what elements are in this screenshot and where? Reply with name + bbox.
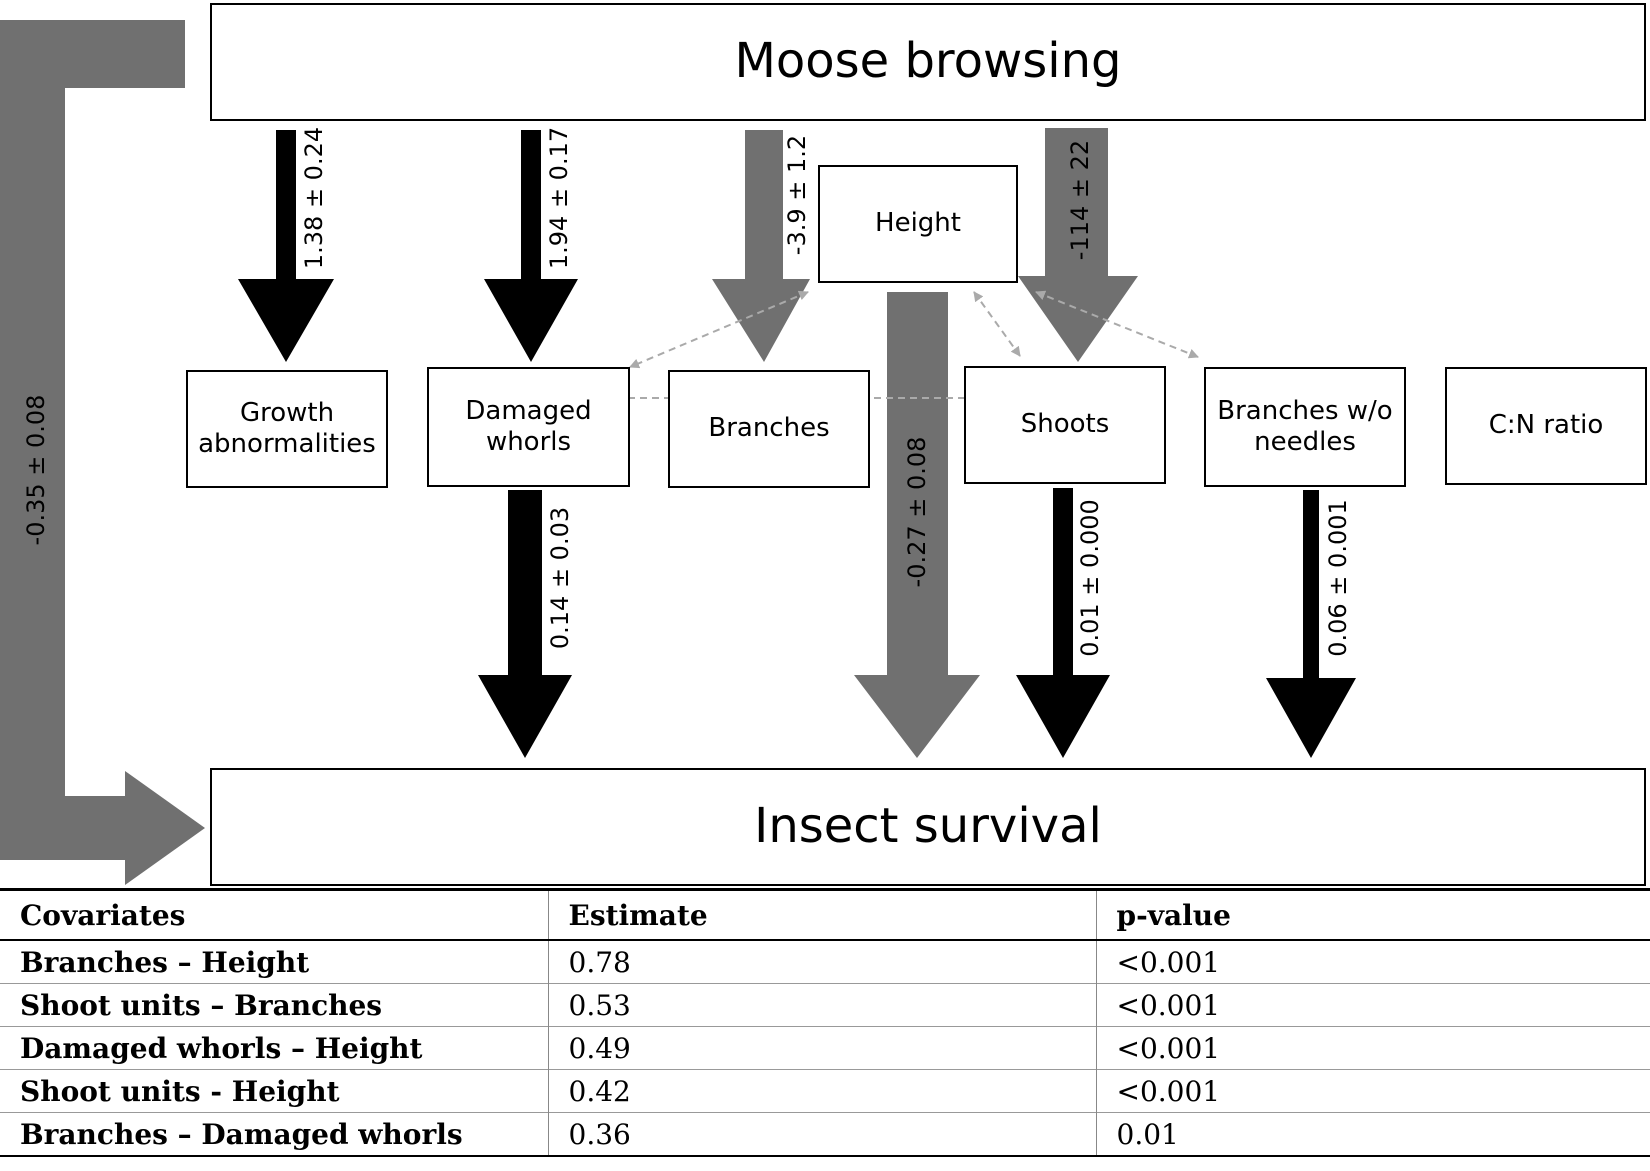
header-covariates: Covariates	[0, 888, 548, 941]
table-header-row: Covariates Estimate p-value	[0, 888, 1650, 941]
cell-estimate: 0.49	[547, 1026, 1096, 1070]
cell-p-value: <0.001	[1095, 940, 1650, 984]
coef-moose-branches: -3.9 ± 1.2	[783, 134, 811, 256]
node-branches-label: Branches	[708, 413, 830, 444]
node-growth-abnormalities-label: Growth abnormalities	[198, 397, 376, 459]
table-row: Shoot units – Branches 0.53 <0.001	[0, 983, 1650, 1027]
arrow-shoots-to-insect	[1016, 488, 1110, 758]
arrow-damaged-whorls-to-insect	[478, 490, 572, 758]
table-row: Damaged whorls – Height 0.49 <0.001	[0, 1026, 1650, 1070]
cell-estimate: 0.78	[547, 940, 1096, 984]
coef-damaged-whorls-insect: 0.14 ± 0.03	[546, 506, 574, 650]
coef-shoots-insect: 0.01 ± 0.000	[1076, 499, 1104, 657]
coef-moose-insect: -0.35 ± 0.08	[22, 394, 50, 546]
coef-branches-wo-insect: 0.06 ± 0.001	[1324, 499, 1352, 657]
node-insect-survival: Insect survival	[210, 768, 1646, 886]
arrow-height-to-insect	[854, 292, 980, 758]
arrow-moose-to-damaged-whorls	[484, 130, 578, 362]
arrow-branches-wo-to-insect	[1266, 490, 1356, 758]
coef-moose-growth: 1.38 ± 0.24	[300, 126, 328, 270]
cell-estimate: 0.36	[547, 1112, 1096, 1156]
node-moose-browsing: Moose browsing	[210, 3, 1646, 121]
cell-covariate: Branches – Damaged whorls	[20, 1117, 463, 1151]
header-p-value: p-value	[1095, 888, 1650, 941]
node-damaged-whorls-label: Damaged whorls	[465, 395, 592, 457]
cov-height-branches-wo-needles	[1035, 290, 1199, 359]
table-row: Shoot units - Height 0.42 <0.001	[0, 1069, 1650, 1113]
arrow-moose-to-growth	[238, 130, 334, 362]
cell-estimate: 0.42	[547, 1069, 1096, 1113]
cell-covariate: Damaged whorls – Height	[20, 1031, 423, 1065]
cell-covariate: Branches – Height	[20, 945, 310, 979]
cell-covariate: Shoot units - Height	[20, 1074, 340, 1108]
node-growth-abnormalities: Growth abnormalities	[186, 370, 388, 488]
cell-p-value: <0.001	[1095, 1069, 1650, 1113]
node-height: Height	[818, 165, 1018, 283]
coef-height-insect: -0.27 ± 0.08	[903, 436, 931, 588]
node-cn-ratio-label: C:N ratio	[1488, 410, 1604, 441]
node-moose-browsing-label: Moose browsing	[734, 33, 1122, 90]
header-estimate: Estimate	[547, 888, 1096, 941]
cell-p-value: 0.01	[1095, 1112, 1650, 1156]
table-row: Branches – Height 0.78 <0.001	[0, 940, 1650, 984]
node-shoots: Shoots	[964, 366, 1166, 484]
coef-moose-damaged-whorls: 1.94 ± 0.17	[545, 126, 573, 270]
cell-p-value: <0.001	[1095, 1026, 1650, 1070]
covariates-table: Covariates Estimate p-value Branches – H…	[0, 888, 1650, 1157]
cell-estimate: 0.53	[547, 983, 1096, 1027]
coef-moose-shoots: -114 ± 22	[1066, 139, 1094, 261]
node-shoots-label: Shoots	[1020, 409, 1110, 440]
node-insect-survival-label: Insect survival	[754, 798, 1102, 855]
cov-height-damaged-whorls	[629, 290, 809, 369]
node-cn-ratio: C:N ratio	[1445, 367, 1647, 485]
cell-p-value: <0.001	[1095, 983, 1650, 1027]
node-branches-wo-needles-label: Branches w/o needles	[1217, 395, 1393, 457]
cov-height-shoots	[973, 291, 1021, 357]
arrow-moose-to-insect	[0, 20, 205, 885]
node-height-label: Height	[875, 208, 961, 239]
node-damaged-whorls: Damaged whorls	[427, 367, 630, 487]
diagram-arrows	[0, 20, 1356, 885]
table-row: Branches – Damaged whorls 0.36 0.01	[0, 1112, 1650, 1156]
cell-covariate: Shoot units – Branches	[20, 988, 383, 1022]
node-branches: Branches	[668, 370, 870, 488]
node-branches-wo-needles: Branches w/o needles	[1204, 367, 1406, 487]
